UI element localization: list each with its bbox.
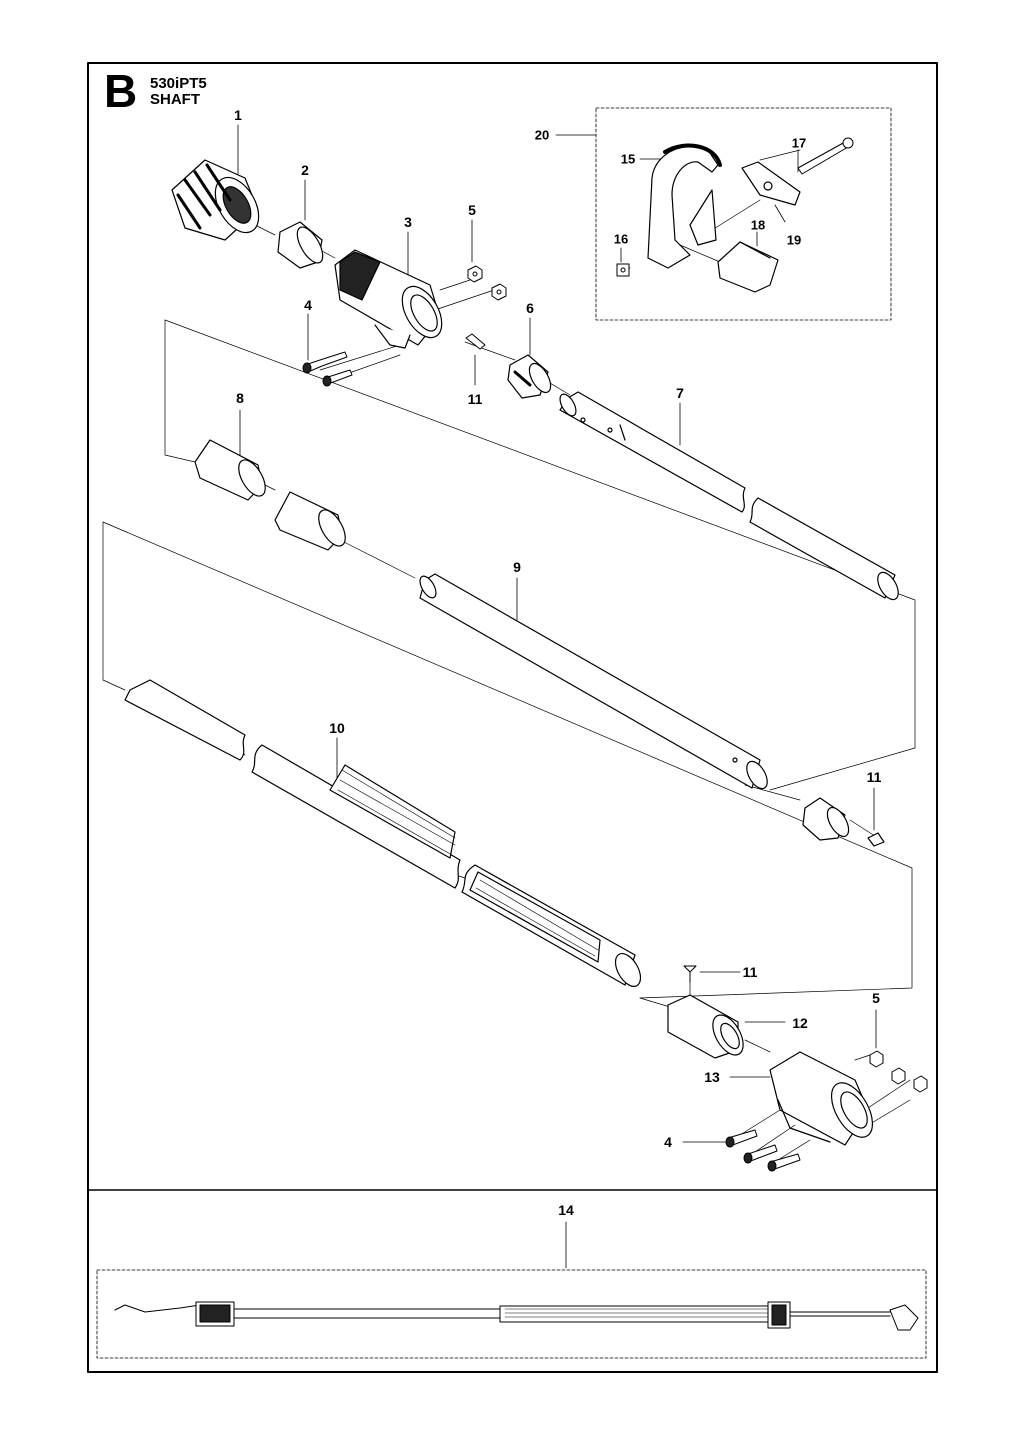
clamp-housing-part-3 [334,249,443,349]
model-number: 530iPT5 [150,75,207,92]
complete-shaft-box [96,1269,927,1359]
screw-part-11-bottom [683,965,697,983]
callout-3: 3 [404,214,412,230]
model-title: 530iPT5 SHAFT [150,76,207,108]
callout-7: 7 [676,385,684,401]
callout-17: 17 [791,135,807,151]
upper-shaft-tube-part-7 [559,391,899,601]
assembly-name: SHAFT [150,90,200,108]
bracket-part-18 [717,241,779,293]
sleeve-part-12 [667,994,744,1059]
callout-11-bottom: 11 [742,964,758,980]
callout-18: 18 [750,217,766,233]
screw-part-4-bottom [725,1129,801,1172]
diagram-frame [87,62,938,1373]
callout-11-top: 11 [467,391,483,407]
screw-part-4-top [302,351,353,387]
nut-part-5-top [467,265,507,301]
callout-15: 15 [620,151,636,167]
callout-13: 13 [704,1069,720,1085]
hanger-subassembly-box [595,107,892,321]
sleeve-part-6 [507,354,552,399]
callout-10: 10 [329,720,345,736]
main-tube-part-10 [124,679,642,987]
inner-tube-part-9 [419,573,768,790]
callout-8: 8 [236,390,244,406]
callout-20: 20 [534,127,550,143]
callout-4-bottom: 4 [664,1134,672,1150]
callout-leader-lines [237,124,877,1269]
square-nut-part-16 [616,263,630,277]
callout-5-top: 5 [468,202,476,218]
bolt-part-17 [797,137,854,175]
nut-coupling-part-1 [171,159,260,241]
callout-14: 14 [558,1202,574,1218]
callout-2: 2 [301,162,309,178]
nut-part-5-bottom [869,1050,928,1093]
callout-6: 6 [526,300,534,316]
sleeve-part-11-middle [802,797,885,847]
hanger-hook-part-15 [647,143,722,269]
callout-5-bottom: 5 [872,990,880,1006]
clamp-plate-part-19 [741,161,801,206]
callout-11-middle: 11 [866,769,882,785]
split-sleeve-part-8 [194,439,346,551]
callout-1: 1 [234,107,242,123]
section-letter: B [104,65,138,117]
complete-shaft-part-14 [114,1301,919,1331]
callout-16: 16 [613,231,629,247]
bushing-part-2 [277,221,324,269]
screw-part-11-top [465,333,486,350]
callout-9: 9 [513,559,521,575]
clamp-housing-part-13 [769,1051,874,1146]
callout-4-top: 4 [304,297,312,313]
callout-12: 12 [792,1015,808,1031]
callout-19: 19 [786,232,802,248]
assembly-guide-lines [102,149,916,1161]
